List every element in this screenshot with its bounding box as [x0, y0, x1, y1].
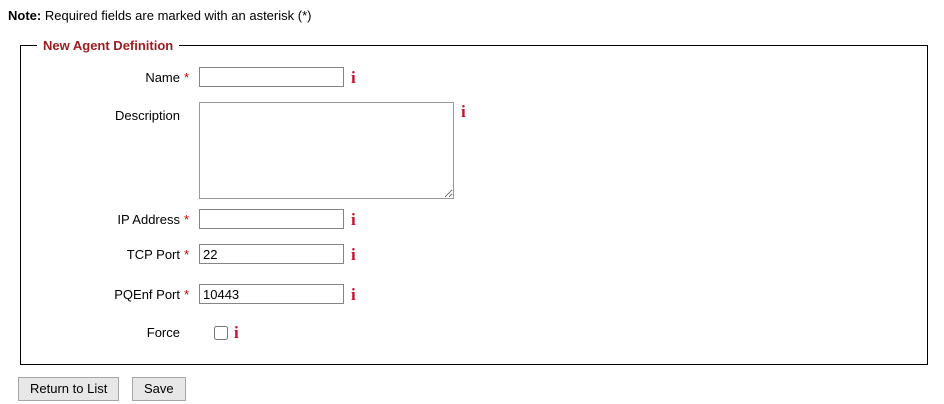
ip-address-input[interactable]: [199, 209, 344, 229]
info-icon[interactable]: i: [351, 209, 356, 229]
tcp-port-label: TCP Port*: [33, 247, 189, 262]
force-row: Force i: [33, 323, 927, 342]
force-label: Force: [33, 325, 189, 340]
pqenf-port-label: PQEnf Port*: [33, 287, 189, 302]
description-textarea[interactable]: [199, 102, 454, 199]
ip-address-row: IP Address* i: [33, 209, 927, 229]
new-agent-definition-fieldset: New Agent Definition Name* i Description…: [20, 38, 928, 365]
field-label-text: Force: [146, 325, 180, 340]
field-label-text: TCP Port: [126, 246, 180, 262]
name-input[interactable]: [199, 67, 344, 87]
required-asterisk: *: [183, 246, 189, 262]
action-bar: Return to List Save: [18, 377, 944, 401]
description-row: Description i: [33, 102, 927, 199]
info-icon[interactable]: i: [351, 284, 356, 304]
info-icon[interactable]: i: [351, 244, 356, 264]
field-label-text: Name: [145, 69, 180, 85]
required-asterisk: *: [183, 69, 189, 85]
required-asterisk: *: [183, 211, 189, 227]
pqenf-port-input[interactable]: [199, 284, 344, 304]
note-label: Note:: [8, 8, 42, 23]
field-label-text: IP Address: [117, 211, 180, 227]
field-label-text: PQEnf Port: [114, 286, 180, 302]
save-button[interactable]: Save: [131, 377, 186, 401]
info-icon[interactable]: i: [461, 102, 466, 121]
info-icon[interactable]: i: [234, 323, 239, 342]
name-row: Name* i: [33, 67, 927, 87]
return-to-list-button[interactable]: Return to List: [18, 377, 120, 401]
name-label: Name*: [33, 70, 189, 85]
tcp-port-input[interactable]: [199, 244, 344, 264]
form-legend: New Agent Definition: [43, 38, 174, 53]
ip-address-label: IP Address*: [33, 212, 189, 227]
field-label-text: Description: [114, 108, 180, 123]
required-asterisk: *: [183, 286, 189, 302]
tcp-port-row: TCP Port* i: [33, 244, 927, 264]
note-text: Note: Required fields are marked with an…: [8, 8, 944, 23]
description-label: Description: [33, 102, 189, 123]
force-checkbox[interactable]: [214, 325, 228, 340]
info-icon[interactable]: i: [351, 67, 356, 87]
note-body: Required fields are marked with an aster…: [44, 8, 312, 23]
pqenf-port-row: PQEnf Port* i: [33, 284, 927, 304]
